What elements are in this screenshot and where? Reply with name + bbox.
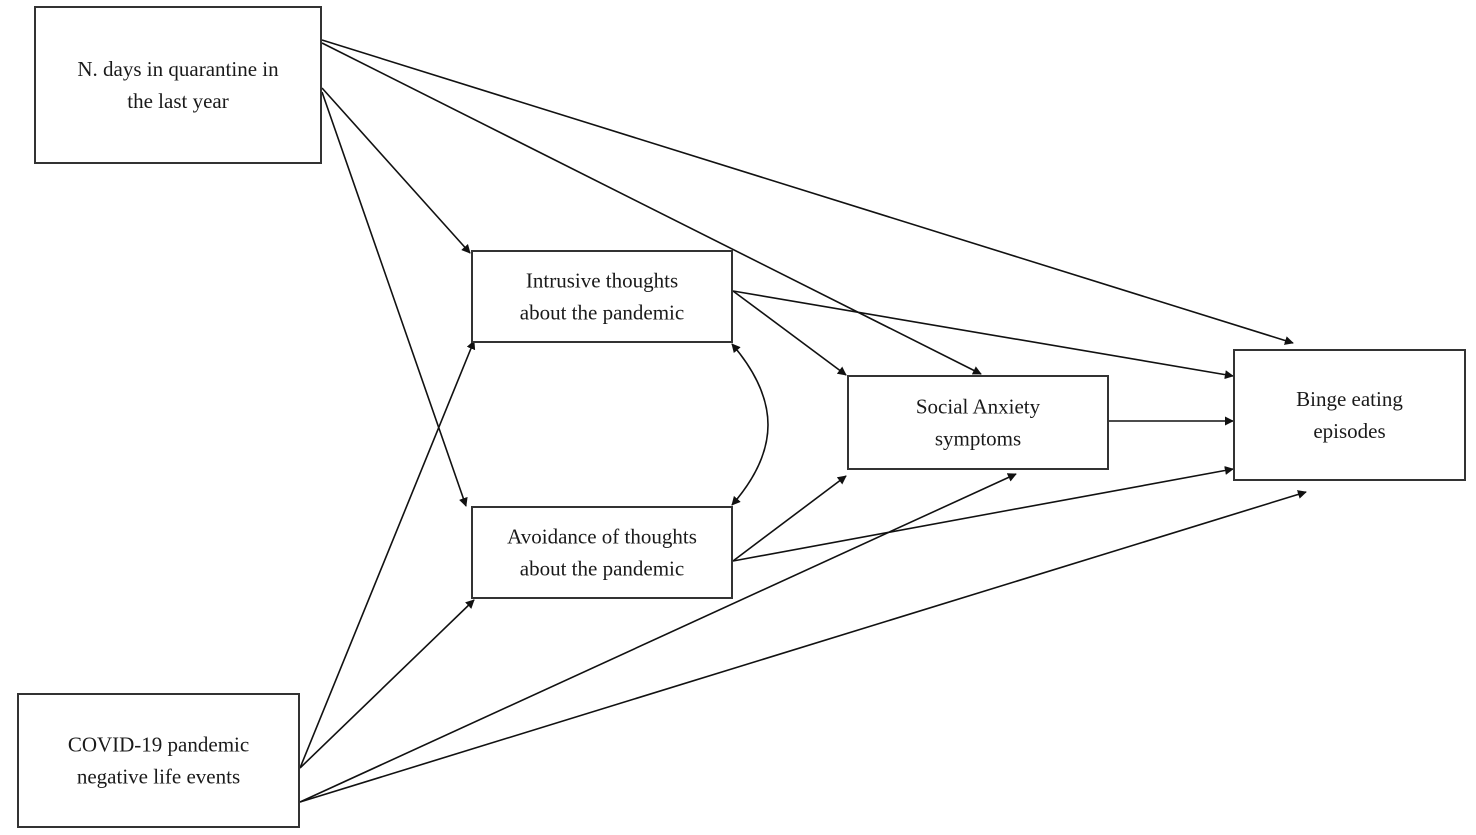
node-intrusive: Intrusive thoughts about the pandemic — [471, 250, 733, 343]
path-arrow-intrusive-to-social_anxiety — [732, 290, 847, 376]
path-arrow-covid_events-to-social_anxiety — [299, 473, 1017, 803]
node-label-line: about the pandemic — [520, 301, 684, 325]
node-label-line: about the pandemic — [520, 557, 684, 581]
node-avoidance: Avoidance of thoughts about the pandemic — [471, 506, 733, 599]
node-label-line: Binge eating — [1296, 387, 1403, 411]
node-label-line: Intrusive thoughts — [526, 269, 678, 293]
edges-layer — [299, 39, 1307, 803]
node-binge: Binge eating episodes — [1233, 349, 1466, 481]
node-box — [471, 506, 733, 599]
node-quarantine: N. days in quarantine in the last year — [34, 6, 322, 164]
node-label-line: N. days in quarantine in — [77, 57, 279, 81]
node-box — [34, 6, 322, 164]
nodes-layer: N. days in quarantine in the last yearCOV… — [17, 6, 1466, 828]
node-covid-events: COVID-19 pandemic negative life events — [17, 693, 300, 828]
path-arrow-intrusive-to-binge — [732, 290, 1234, 380]
node-label-line: COVID-19 pandemic — [68, 733, 249, 757]
path-arrow-avoidance-to-binge — [732, 466, 1234, 562]
covariance-arrow-intrusive-avoidance — [731, 343, 769, 506]
node-box — [471, 250, 733, 343]
node-box — [17, 693, 300, 828]
node-label-line: the last year — [127, 89, 228, 113]
node-label-line: negative life events — [77, 765, 240, 789]
path-arrow-covid_events-to-avoidance — [299, 599, 475, 769]
node-box — [1233, 349, 1466, 481]
node-label-line: symptoms — [935, 427, 1021, 451]
path-arrow-quarantine-to-avoidance — [321, 91, 468, 507]
node-box — [847, 375, 1109, 470]
path-arrow-quarantine-to-intrusive — [321, 87, 471, 254]
node-social-anxiety: Social Anxiety symptoms — [847, 375, 1109, 470]
node-label-line: Social Anxiety — [916, 395, 1041, 419]
path-arrow-covid_events-to-binge — [299, 490, 1307, 803]
path-arrow-avoidance-to-social_anxiety — [732, 475, 847, 562]
path-arrow-quarantine-to-social_anxiety — [321, 42, 982, 375]
path-arrow-quarantine-to-binge — [321, 39, 1294, 345]
node-label-line: episodes — [1313, 419, 1385, 443]
node-label-line: Avoidance of thoughts — [507, 525, 697, 549]
path-arrow-covid_events-to-intrusive — [299, 340, 476, 769]
